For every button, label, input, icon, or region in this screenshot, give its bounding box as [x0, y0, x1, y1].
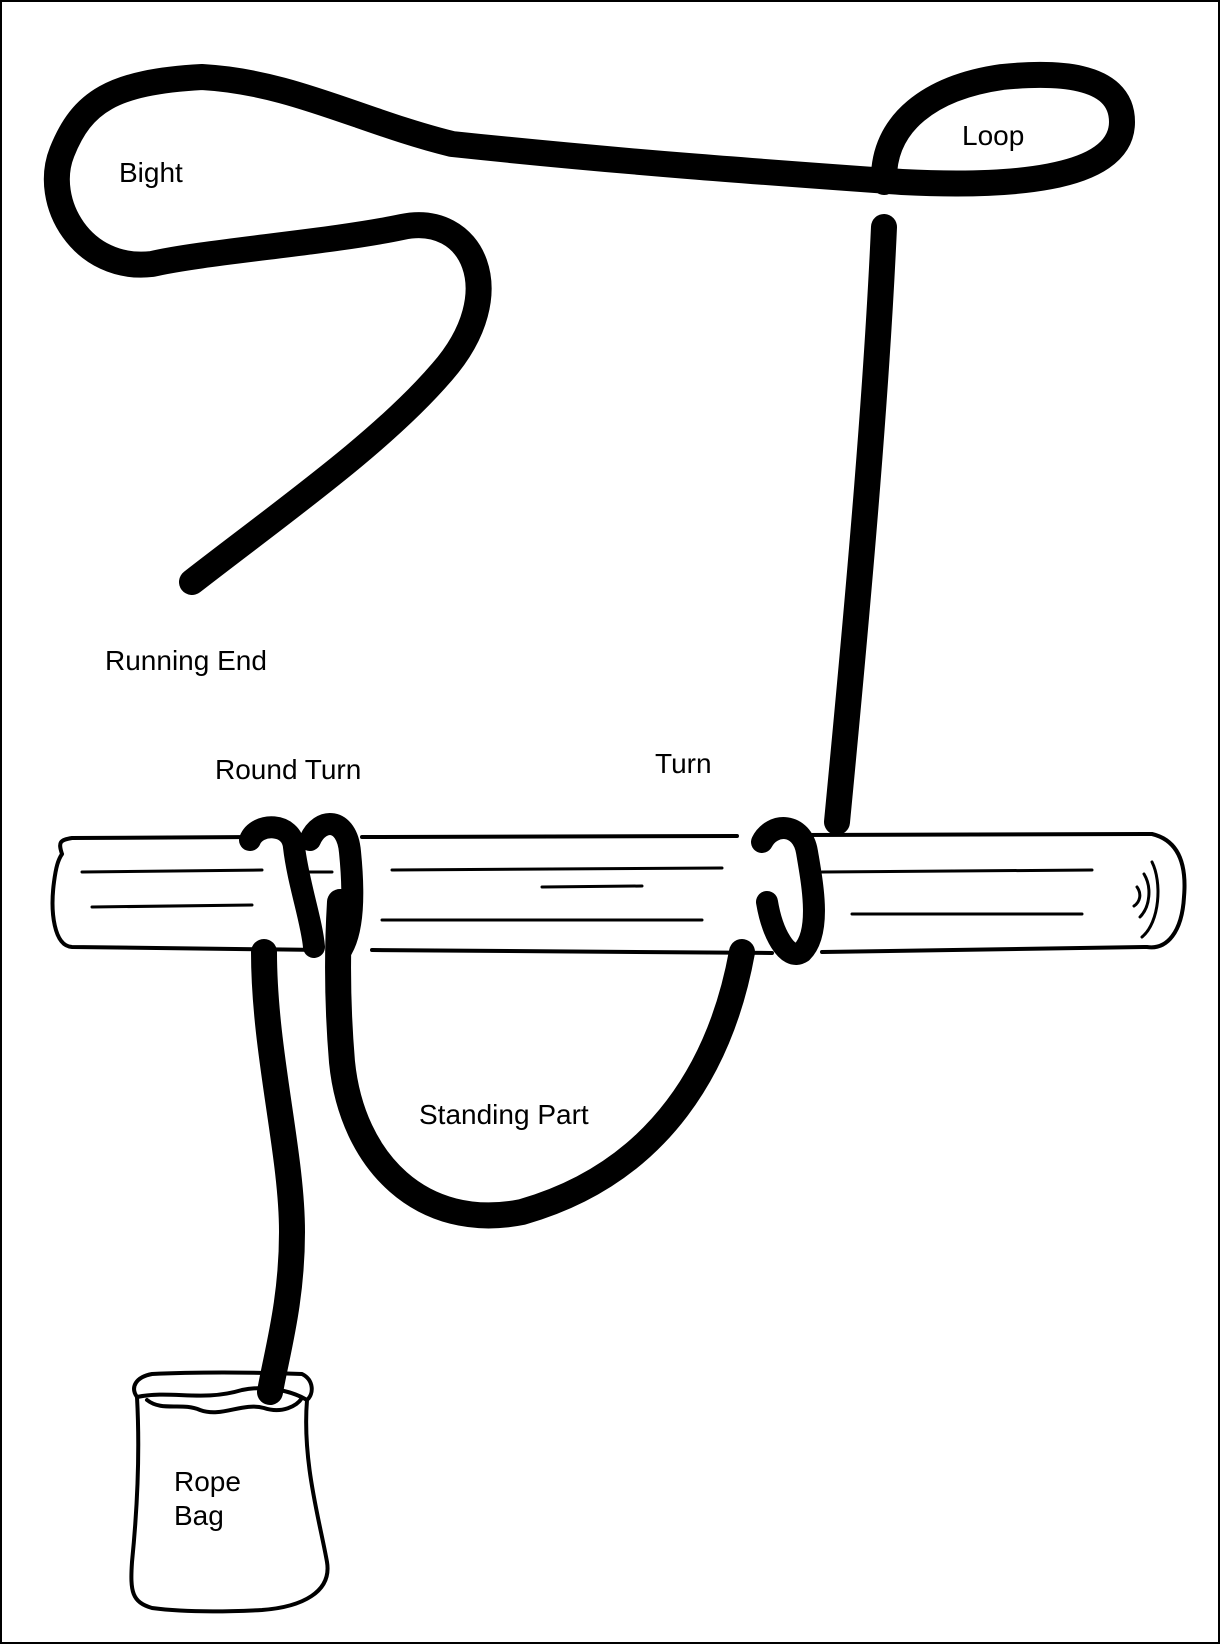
label-standing-part: Standing Part [419, 1099, 589, 1130]
rope-round-turn [239, 813, 364, 963]
label-turn: Turn [655, 748, 712, 779]
label-rope-bag-line1: Rope [174, 1466, 241, 1497]
rope-loop-standing [824, 214, 897, 835]
log [50, 832, 1187, 955]
label-rope-bag: Rope Bag [174, 1465, 241, 1532]
rope-bag [129, 1370, 330, 1614]
rope-bight [43, 61, 1135, 595]
rope-turn [751, 817, 825, 965]
rope-to-bag [251, 939, 306, 1405]
label-loop: Loop [962, 120, 1025, 151]
rope-standing-part [324, 889, 755, 1229]
label-rope-bag-line2: Bag [174, 1499, 224, 1531]
label-bight: Bight [119, 157, 183, 188]
label-round-turn: Round Turn [215, 754, 362, 785]
label-running-end: Running End [105, 645, 267, 676]
